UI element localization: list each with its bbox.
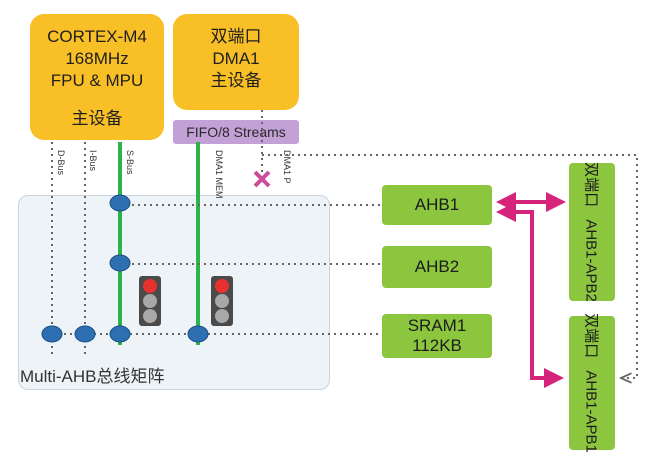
dma-name: DMA1 <box>212 49 260 68</box>
sram1-box: SRAM1 112KB <box>382 314 492 358</box>
cpu-role: 主设备 <box>71 109 123 128</box>
ahb2-box: AHB2 <box>382 246 492 288</box>
bridge-apb1-name: AHB1-APB1 <box>582 370 600 453</box>
bus-matrix-panel <box>18 195 330 390</box>
ahb1-box: AHB1 <box>382 185 492 225</box>
sbus-label: S-Bus <box>125 150 135 175</box>
sbus-sram-node <box>109 325 131 343</box>
traffic-light-icon <box>139 276 161 326</box>
dbus-label: D-Bus <box>56 150 66 176</box>
bridge-apb1-type: 双端口 <box>582 313 600 359</box>
sbus-ahb1-node <box>109 194 131 212</box>
blocked-x-icon <box>253 170 271 188</box>
dma-p-route <box>262 154 638 378</box>
dma-type: 双端口 <box>210 27 262 46</box>
bus-matrix-label: Multi-AHB总线矩阵 <box>20 367 165 386</box>
bridge-apb1-box: 双端口 AHB1-APB1 <box>569 313 615 453</box>
sram-name: SRAM1 <box>407 316 467 335</box>
traffic-light-icon <box>211 276 233 326</box>
dma-mem-label: DMA1 MEM <box>214 150 224 199</box>
dma-sram-node <box>187 325 209 343</box>
fifo-streams-box: FIFO/8 Streams <box>173 120 299 144</box>
cpu-freq: 168MHz <box>65 49 129 68</box>
cpu-name: CORTEX-M4 <box>47 27 147 46</box>
ibus-label: I-Bus <box>88 150 98 172</box>
bridge-apb2-type: 双端口 <box>582 162 600 208</box>
sram-size: 112KB <box>412 336 462 355</box>
dma1-box: 双端口 DMA1 主设备 <box>173 14 299 110</box>
cortex-m4-box: CORTEX-M4 168MHz FPU & MPU 主设备 <box>30 14 164 140</box>
ahb1-apb1-arrow <box>496 202 564 388</box>
ibus-sram-node <box>74 325 96 343</box>
cpu-features: FPU & MPU <box>50 71 144 90</box>
bridge-apb2-name: AHB1-APB2 <box>582 219 600 302</box>
sbus-ahb2-node <box>109 254 131 272</box>
dma-p-label: DMA1 P <box>282 150 292 184</box>
dbus-sram-node <box>41 325 63 343</box>
bridge-apb2-box: 双端口 AHB1-APB2 <box>569 162 615 302</box>
dma-role: 主设备 <box>210 71 262 90</box>
